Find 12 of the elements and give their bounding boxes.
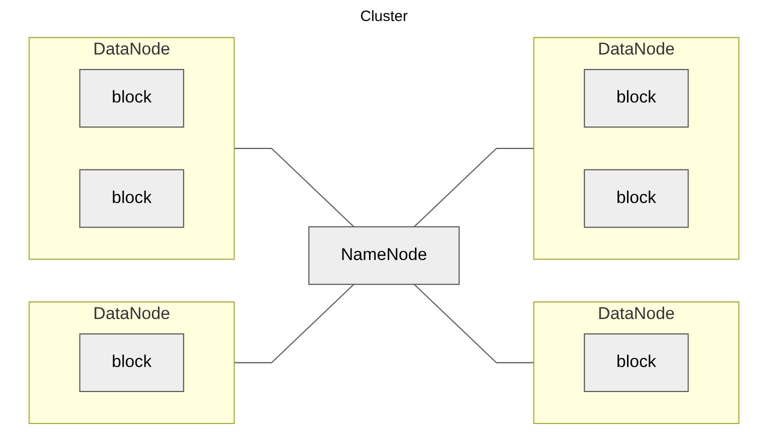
connector [234, 284, 354, 364]
node-box: block [79, 333, 184, 392]
connector [414, 148, 534, 228]
diagram-title: Cluster [360, 8, 408, 25]
node-box: block [584, 333, 689, 392]
connector [234, 148, 354, 228]
node-box: block [584, 68, 689, 128]
node-box: block [79, 68, 184, 128]
node-box: block [584, 169, 689, 228]
connector [414, 284, 534, 364]
node-box: NameNode [308, 226, 460, 285]
node-box: block [79, 169, 184, 228]
